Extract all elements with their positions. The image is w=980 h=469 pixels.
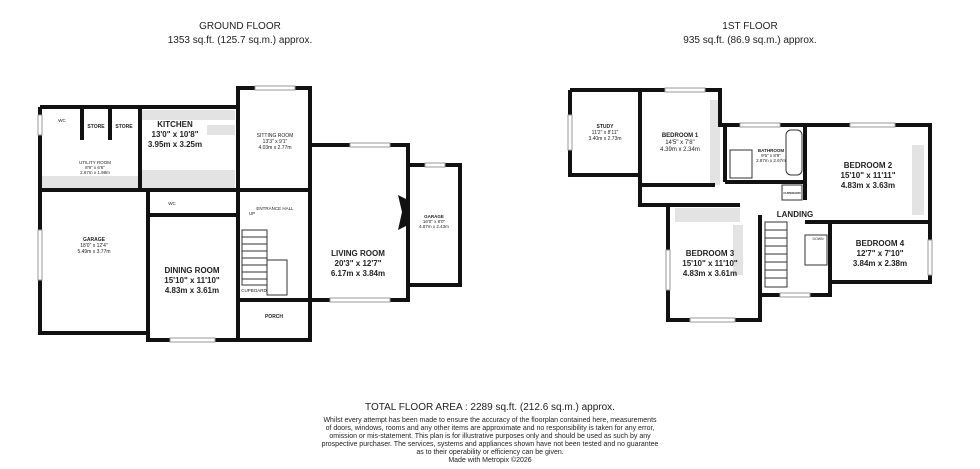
room-dims-dining-room-metric: 4.83m x 3.61m — [165, 286, 219, 295]
room-dims-living-room: 20'3" x 12'7" — [335, 259, 382, 268]
room-name-entrance-hall: ENTRANCE HALL — [256, 206, 294, 211]
room-name-porch: PORCH — [265, 314, 283, 320]
ground-floor-area: 1353 sq.ft. (125.7 sq.m.) approx. — [168, 35, 313, 46]
stairs-down-label: DOWN — [812, 237, 824, 241]
room-name-cupboard-1st: CUPBOARD — [783, 191, 801, 195]
room-dims-garage-right: 16'0" x 8'0" — [423, 219, 446, 224]
room-dims-garage-left: 18'0" x 12'4" — [80, 243, 108, 249]
stairs-up-label: UP — [249, 211, 255, 216]
room-dims-bathroom-metric: 2.87m x 2.67m — [756, 158, 786, 163]
room-dims-utility-room-metric: 2.67m x 1.98m — [80, 170, 110, 175]
room-dims-utility-room: 8'9" x 6'6" — [85, 165, 105, 170]
disclaimer-line: Whilst every attempt has been made to en… — [323, 417, 657, 424]
room-dims-bedroom-1: 14'5" x 7'8" — [665, 140, 695, 146]
credit: Made with Metropix ©2026 — [448, 456, 531, 464]
total-floor-area: TOTAL FLOOR AREA : 2289 sq.ft. (212.6 sq… — [365, 402, 615, 413]
first-floor-area: 935 sq.ft. (86.9 sq.m.) approx. — [683, 35, 816, 46]
room-name-store-1: STORE — [87, 124, 105, 130]
room-dims-living-room-metric: 6.17m x 3.84m — [331, 269, 385, 278]
room-dims-sitting-room: 13'3" x 9'1" — [263, 139, 288, 145]
room-name-wc-1: WC — [58, 118, 66, 123]
room-name-kitchen: KITCHEN — [157, 120, 193, 129]
room-name-sitting-room: SITTING ROOM — [257, 133, 294, 139]
room-dims-study-metric: 3.40m x 2.73m — [588, 136, 621, 142]
first-floor-title: 1ST FLOOR — [722, 21, 777, 32]
disclaimer-line: as to their operability or efficiency ca… — [416, 449, 563, 456]
disclaimer-line: prospective purchaser. The services, sys… — [322, 441, 659, 448]
disclaimer-line: omission or mis-statement. This plan is … — [329, 433, 651, 440]
first-floor-plan: STUDY 11'2" x 8'11" 3.40m x 2.73m BEDROO… — [567, 87, 933, 323]
room-dims-bedroom-2-metric: 4.83m x 3.63m — [841, 181, 895, 190]
room-dims-kitchen-metric: 3.95m x 3.25m — [148, 140, 202, 149]
room-name-store-2: STORE — [115, 124, 133, 130]
room-dims-bedroom-1-metric: 4.39m x 2.34m — [660, 147, 700, 153]
room-dims-study: 11'2" x 8'11" — [592, 130, 619, 136]
room-name-cupboard: CUPBOARD — [241, 288, 267, 293]
room-name-garage-right: GARAGE — [424, 214, 444, 219]
room-dims-bedroom-2: 15'10" x 11'11" — [841, 171, 896, 180]
room-name-bedroom-4: BEDROOM 4 — [856, 239, 905, 248]
ground-floor-plan: KITCHEN 13'0" x 10'8" 3.95m x 3.25m SITT… — [37, 85, 462, 343]
room-name-garage-left: GARAGE — [83, 237, 106, 243]
room-name-study: STUDY — [597, 124, 615, 130]
disclaimer-line: of doors, windows, rooms and any other i… — [326, 425, 655, 432]
room-dims-kitchen: 13'0" x 10'8" — [152, 130, 199, 139]
room-name-living-room: LIVING ROOM — [331, 249, 385, 258]
room-name-wc-2: WC — [168, 201, 176, 206]
room-dims-bedroom-4: 12'7" x 7'10" — [857, 249, 904, 258]
room-dims-dining-room: 15'10" x 11'10" — [164, 276, 220, 285]
room-name-dining-room: DINING ROOM — [164, 266, 219, 275]
room-dims-bedroom-4-metric: 3.84m x 2.38m — [853, 259, 907, 268]
room-dims-sitting-room-metric: 4.03m x 2.77m — [258, 145, 291, 151]
room-name-landing: LANDING — [777, 210, 813, 219]
room-name-bedroom-1: BEDROOM 1 — [662, 133, 699, 139]
room-dims-bathroom: 9'5" x 8'9" — [761, 153, 781, 158]
room-dims-bedroom-3: 15'10" x 11'10" — [682, 259, 738, 268]
room-name-bedroom-3: BEDROOM 3 — [686, 249, 735, 258]
room-dims-bedroom-3-metric: 4.83m x 3.61m — [683, 269, 737, 278]
room-name-bathroom: BATHROOM — [758, 148, 784, 153]
room-dims-garage-left-metric: 5.49m x 3.77m — [77, 249, 110, 255]
room-name-bedroom-2: BEDROOM 2 — [844, 161, 893, 170]
room-name-utility-room: UTILITY ROOM — [79, 160, 111, 165]
ground-floor-title: GROUND FLOOR — [199, 21, 281, 32]
room-dims-garage-right-metric: 4.87m x 2.43m — [419, 224, 449, 229]
